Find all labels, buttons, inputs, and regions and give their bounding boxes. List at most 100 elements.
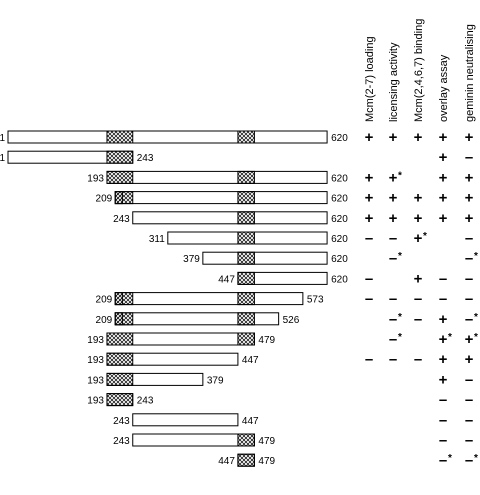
crosshatch-domain [237,191,255,205]
crosshatch-domain [106,332,134,346]
construct-bar [132,211,328,225]
column-headers: Mcm(2-7) loading licensing activity Mcm(2,… [364,19,476,122]
significance-star: * [398,332,402,343]
result-mark: + [439,351,448,368]
crosshatch-domain [106,130,134,144]
crosshatch-domain [106,352,134,366]
result-mark: + [389,210,398,227]
start-label: 311 [149,234,165,245]
end-label: 620 [331,173,348,184]
column-header: geminin neutralising [464,24,476,122]
construct-row: 447 620 [218,271,348,285]
result-mark: – [465,250,473,267]
result-mark: + [414,210,423,227]
assay-results: ++++++–++*++++++++++++––+*––*–*–+–––––––… [365,129,478,469]
result-mark: – [439,291,447,308]
crosshatch-domain [237,231,255,245]
result-mark: – [465,392,473,409]
result-mark: – [414,291,422,308]
significance-star: * [423,231,427,242]
result-mark: + [439,371,448,388]
column-header: Mcm(2,4,6,7) binding [413,19,425,122]
result-mark: + [439,149,448,166]
start-label: 447 [218,274,235,285]
start-label: 193 [87,375,104,386]
end-label: 243 [137,153,154,164]
start-label: 193 [87,173,104,184]
result-mark: + [365,129,374,146]
result-mark: + [414,129,423,146]
result-mark: + [439,190,448,207]
result-mark: – [365,230,373,247]
result-mark: – [465,270,473,287]
crosshatch-domain [106,372,134,386]
result-mark: + [389,129,398,146]
crosshatch-domain [237,170,255,184]
construct-bar [114,292,304,306]
construct-bar [114,191,328,205]
result-mark: – [439,412,447,429]
column-header: Mcm(2-7) loading [364,36,376,122]
result-mark: + [465,331,474,348]
result-mark: + [439,331,448,348]
diagonal-domain [114,191,123,205]
significance-star: * [398,312,402,323]
result-mark: – [414,311,422,328]
end-label: 243 [137,396,154,407]
result-mark: – [439,452,447,469]
result-mark: – [439,392,447,409]
construct-row: 1 243 [0,150,154,164]
result-mark: – [465,412,473,429]
crosshatch-domain [237,271,255,285]
result-mark: + [414,190,423,207]
significance-star: * [474,332,478,343]
result-mark: + [414,230,423,247]
result-mark: + [365,210,374,227]
significance-star: * [474,312,478,323]
result-mark: – [439,270,447,287]
result-mark: + [465,210,474,227]
end-label: 379 [207,375,224,386]
result-mark: + [465,169,474,186]
result-mark: – [465,230,473,247]
result-mark: – [389,311,397,328]
construct-row: 193 620 [87,170,348,184]
end-label: 620 [331,133,348,144]
start-label: 1 [0,153,5,164]
crosshatch-domain [237,332,255,346]
start-label: 193 [87,335,104,346]
diagonal-domain [114,292,123,306]
result-mark: + [389,169,398,186]
end-label: 620 [331,274,348,285]
end-label: 447 [242,355,259,366]
result-mark: – [389,351,397,368]
construct-bar [7,130,328,144]
crosshatch-domain [237,292,255,306]
start-label: 209 [96,194,113,205]
end-label: 447 [242,416,259,427]
end-label: 620 [331,254,348,265]
crosshatch-domain [237,211,255,225]
column-header: licensing activity [388,42,400,122]
start-label: 209 [96,315,113,326]
significance-star: * [448,453,452,464]
crosshatch-domain [106,170,134,184]
construct-bar [202,251,328,265]
start-label: 1 [0,133,5,144]
end-label: 479 [258,456,275,467]
significance-star: * [398,251,402,262]
result-mark: – [465,452,473,469]
column-header: overlay assay [438,54,450,122]
crosshatch-domain [237,433,255,447]
result-mark: – [389,291,397,308]
